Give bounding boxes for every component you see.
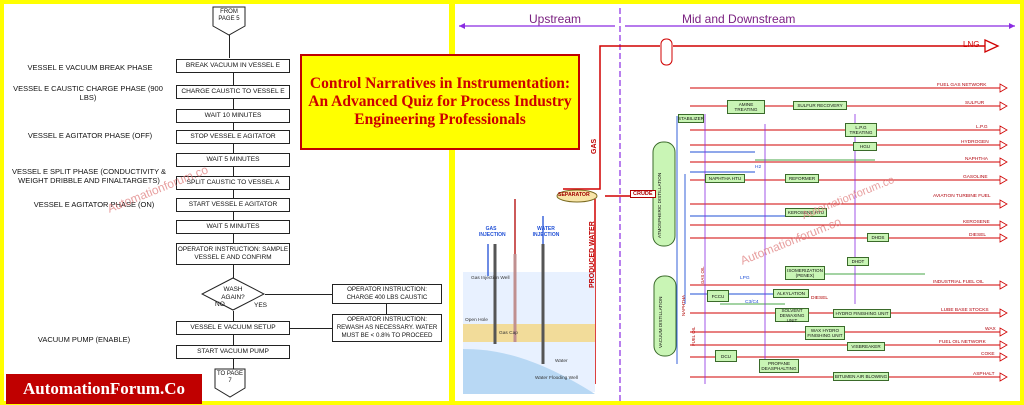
step-sample: OPERATOR INSTRUCTION: SAMPLE VESSEL E AN… (176, 243, 290, 265)
step-wait-5b: WAIT 5 MINUTES (176, 220, 290, 234)
step-wait-10: WAIT 10 MINUTES (176, 109, 290, 123)
end-label: TO PAGE 7 (216, 371, 244, 384)
well-label: Open Hole (465, 318, 488, 323)
stream-label: H2 (755, 165, 762, 170)
decision-label: WASH AGAIN? (221, 286, 245, 301)
unit-amine: AMINE TREATING (727, 100, 765, 114)
product-label: LUBE BASE STOCKS (941, 308, 989, 313)
product-label: DIESEL (969, 233, 987, 238)
start-label: FROM PAGE 5 (218, 9, 240, 22)
no-label: NO (215, 301, 225, 308)
stream-label: C3/C4 (745, 300, 759, 305)
unit-reformer: REFORMER (785, 174, 819, 183)
produced-water-label: PRODUCED WATER (589, 221, 596, 288)
well-label: Water Flooding Well (535, 376, 578, 381)
step-vacuum-setup: VESSEL E VACUUM SETUP (176, 321, 290, 335)
unit-lpg-treating: L.P.G TREATING (845, 123, 877, 137)
phase-split: VESSEL E SPLIT PHASE (CONDUCTIVITY & WEI… (11, 167, 167, 185)
product-label: AVIATION TURBINE FUEL (933, 194, 991, 199)
yes-label: YES (254, 302, 268, 309)
unit-dhdt: DHDT (847, 257, 869, 266)
step-start-agitator: START VESSEL E AGITATOR (176, 198, 290, 212)
unit-atmospheric: ATMOSPHERIC DISTILLATION (657, 172, 662, 238)
product-label: WAX (985, 327, 996, 332)
unit-vacuum: VACUUM DISTILLATION (658, 296, 663, 348)
unit-sulfur-recovery: SULFUR RECOVERY (793, 101, 847, 110)
phase-vacuum-break: VESSEL E VACUUM BREAK PHASE (27, 63, 153, 72)
phase-agitator-on: VESSEL E AGITATOR PHASE (ON) (33, 200, 155, 209)
stream-label: LPG (740, 276, 750, 281)
connector-line (229, 35, 230, 58)
refinery-lines (459, 8, 1015, 401)
unit-hgu: HGU (853, 142, 877, 151)
step-break-vacuum: BREAK VACUUM IN VESSEL E (176, 59, 290, 73)
product-label: COKE (981, 352, 995, 357)
well-label: Water (555, 359, 568, 364)
phase-caustic-charge: VESSEL E CAUSTIC CHARGE PHASE (900 LBS) (13, 84, 163, 102)
step-charge-caustic: CHARGE CAUSTIC TO VESSEL E (176, 85, 290, 99)
side-rewash: OPERATOR INSTRUCTION: REWASH AS NECESSAR… (332, 314, 442, 342)
start-connector (212, 6, 246, 36)
well-label: Gas Cap (499, 331, 518, 336)
water-injection-label: WATER INJECTION (532, 226, 560, 238)
well-label: Gas Injection Well (471, 276, 510, 281)
unit-dhds: DHDS (867, 233, 889, 242)
product-label: INDUSTRIAL FUEL OIL (933, 280, 984, 285)
crude-label: CRUDE (630, 190, 656, 198)
product-label: FUEL OIL NETWORK (939, 340, 986, 345)
unit-fccu: FCCU (707, 290, 729, 302)
side-charge-caustic: OPERATOR INSTRUCTION: CHARGE 400 LBS CAU… (332, 284, 442, 304)
stream-label: FUEL OIL (691, 326, 696, 346)
unit-isomerization: ISOMERIZATION (PENEX) (785, 266, 825, 280)
page-frame: FROM PAGE 5 VESSEL E VACUUM BREAK PHASE … (4, 4, 1020, 404)
stream-label: GAS OIL (700, 266, 705, 284)
product-label: NAPHTHA (965, 157, 988, 162)
stream-label: NAPHTHA (681, 295, 686, 316)
stream-label: DIESEL (811, 296, 829, 301)
decision-diamond (201, 277, 265, 311)
unit-kerosene-htu: KEROSENE HTU (785, 208, 827, 217)
step-start-pump: START VACUUM PUMP (176, 345, 290, 359)
end-connector (214, 368, 246, 398)
unit-stabilizer: STABILIZER (678, 114, 704, 123)
unit-bitumen: BITUMEN AIR BLOWING (833, 372, 889, 381)
title-text: Control Narratives in Instrumentation: A… (308, 75, 572, 128)
unit-dcu: DCU (715, 350, 737, 362)
brand-logo[interactable]: AutomationForum.Co (6, 374, 202, 404)
product-label: HYDROGEN (961, 140, 989, 145)
phase-agitator-off: VESSEL E AGITATOR PHASE (OFF) (27, 131, 153, 140)
unit-visbreaker: VISBREAKER (847, 342, 885, 351)
phase-vacuum-pump: VACUUM PUMP (ENABLE) (37, 335, 131, 344)
title-banner: Control Narratives in Instrumentation: A… (300, 54, 580, 150)
product-label: GASOLINE (963, 175, 988, 180)
step-wait-5a: WAIT 5 MINUTES (176, 153, 290, 167)
gas-injection-label: GAS INJECTION (479, 226, 506, 238)
downstream-header: Mid and Downstream (682, 12, 796, 26)
panel-divider (449, 4, 455, 401)
product-label: KEROSENE (963, 220, 990, 225)
unit-solvent: SOLVENT DEWAXING UNIT (775, 308, 809, 323)
unit-hydro-finishing: HYDRO FINISHING UNIT (833, 309, 891, 318)
product-label: SULFUR (965, 101, 985, 106)
unit-naphtha-htu: NAPHTHA HTU (705, 174, 745, 183)
separator-label: SEPARATOR (558, 192, 590, 198)
unit-wax-hydro: WAX HYDRO FINISHING UNIT (805, 326, 845, 340)
product-label: ASPHALT (973, 372, 995, 377)
upstream-header: Upstream (529, 12, 582, 26)
product-label: L.P.G (976, 125, 988, 130)
lng-label: LNG (963, 40, 980, 49)
unit-propane: PROPANE DEASPHALTING (759, 359, 799, 373)
gas-label: GAS (591, 138, 598, 154)
unit-alkylation: ALKYLATION (773, 289, 809, 298)
step-split-caustic: SPLIT CAUSTIC TO VESSEL A (176, 176, 290, 190)
product-label: FUEL GAS NETWORK (937, 83, 987, 88)
step-stop-agitator: STOP VESSEL E AGITATOR (176, 130, 290, 144)
